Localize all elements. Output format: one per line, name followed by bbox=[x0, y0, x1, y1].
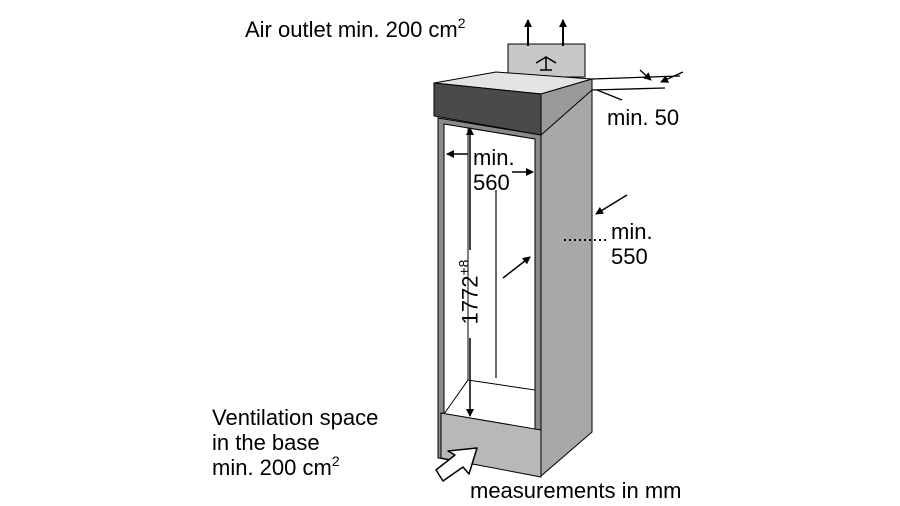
ventilation-superscript: 2 bbox=[331, 453, 340, 469]
min-550-line2: 550 bbox=[611, 244, 648, 269]
min-560-line2: 560 bbox=[473, 170, 510, 195]
ventilation-line1: Ventilation space bbox=[212, 405, 379, 430]
min-50-label: min. 50 bbox=[607, 105, 680, 130]
min-560-line1: min. bbox=[473, 145, 515, 170]
ventilation-line2: in the base bbox=[212, 430, 320, 455]
measurements-label: measurements in mm bbox=[470, 478, 682, 503]
ventilation-inlet-arrow bbox=[435, 447, 478, 482]
dim-arrow-min50-b bbox=[660, 71, 684, 83]
dim-arrow-min50-a bbox=[639, 69, 652, 81]
cabinet-side-panel bbox=[540, 88, 593, 478]
height-label: 1772+8 bbox=[455, 259, 483, 325]
air-outlet-label: Air outlet min. 200 cm2 bbox=[245, 15, 466, 42]
dim-line-min50-leader bbox=[596, 89, 623, 101]
air-outlet-superscript: 2 bbox=[457, 15, 466, 31]
height-tolerance: +8 bbox=[455, 259, 472, 276]
ventilation-line3: min. 200 cm2 bbox=[212, 453, 378, 480]
min-560-label: min. 560 bbox=[473, 145, 515, 195]
ventilation-line3-text: min. 200 cm bbox=[212, 455, 332, 480]
air-outlet-text: Air outlet min. 200 cm bbox=[245, 17, 458, 42]
ventilation-label: Ventilation space in the base min. 200 c… bbox=[212, 405, 378, 480]
dim-line-min50-upper bbox=[591, 75, 681, 80]
grille-symbol bbox=[535, 56, 557, 71]
dim-arrow-min550-inner bbox=[502, 256, 531, 279]
height-value: 1772 bbox=[457, 275, 483, 325]
dim-line-min50-lower bbox=[591, 87, 666, 91]
dim-arrow-min550-outer bbox=[595, 194, 628, 215]
min-550-label: min. 550 bbox=[611, 219, 653, 269]
min-550-line1: min. bbox=[611, 219, 653, 244]
